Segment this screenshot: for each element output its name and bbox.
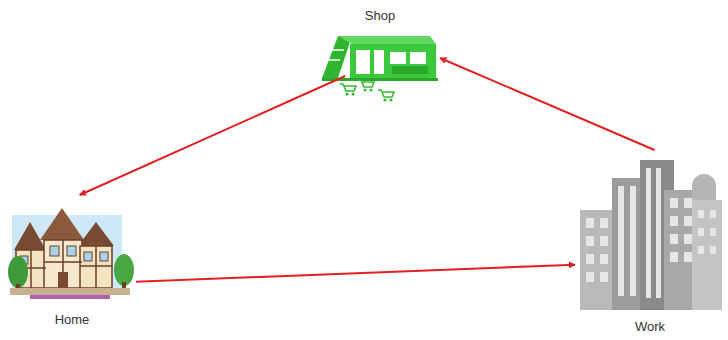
home-illustration [8,208,134,299]
location-node: Shop [320,4,440,76]
location-node: Home [8,195,136,335]
place-label: Work [575,319,725,334]
work-illustration [580,160,722,310]
shop-illustration [322,36,438,102]
travel-arrow [440,58,655,150]
place-label: Home [8,312,136,327]
location-node: Work [575,150,725,338]
travel-arrow [80,76,346,195]
travel-arrow [136,265,575,282]
place-label: Shop [320,8,440,23]
